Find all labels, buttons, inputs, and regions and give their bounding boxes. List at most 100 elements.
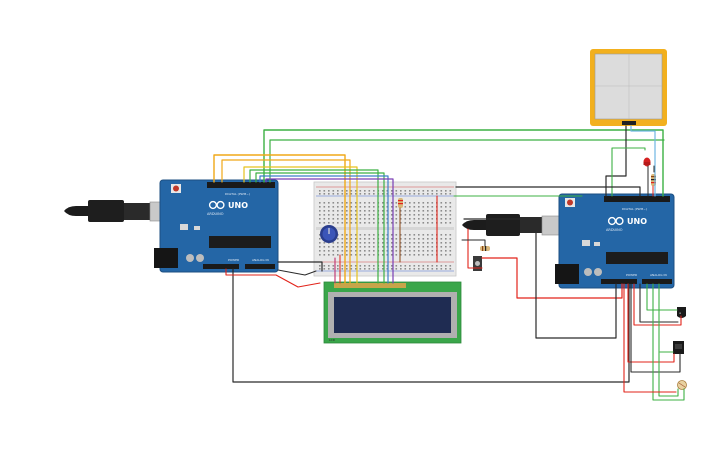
breadboard-hole [445, 268, 447, 270]
breadboard-hole [395, 246, 398, 248]
breadboard-hole [332, 222, 335, 224]
breadboard-hole [337, 222, 339, 224]
breadboard-hole [332, 268, 335, 270]
breadboard-hole [431, 250, 434, 252]
breadboard-hole [440, 242, 443, 244]
breadboard-hole [431, 254, 434, 256]
breadboard-hole [449, 238, 452, 240]
breadboard-hole [350, 246, 353, 248]
breadboard-hole [328, 218, 330, 220]
breadboard-hole [341, 246, 344, 248]
arduino-logo-icon [607, 216, 624, 226]
breadboard-hole [359, 234, 362, 236]
tilt-sensor[interactable] [673, 341, 684, 354]
breadboard-hole [427, 246, 429, 248]
breadboard-hole [427, 206, 429, 208]
breadboard-hole [404, 250, 407, 252]
breadboard-hole [319, 222, 321, 224]
breadboard-hole [404, 206, 407, 208]
breadboard-hole [418, 206, 420, 208]
breadboard-hole [395, 222, 398, 224]
breadboard-hole [413, 190, 416, 192]
breadboard-hole [346, 246, 348, 248]
breadboard-hole [391, 214, 393, 216]
breadboard-hole [359, 214, 362, 216]
breadboard-hole [436, 190, 438, 192]
breadboard-hole [373, 202, 375, 204]
breadboard-hole [427, 190, 429, 192]
breadboard-hole [364, 193, 366, 195]
arduino-uno-left[interactable]: UNO ARDUINO DIGITAL (PWM~) POWER ANALOG … [154, 179, 279, 273]
breadboard-hole [328, 246, 330, 248]
breadboard-hole [391, 222, 393, 224]
breadboard-hole [382, 246, 384, 248]
photoresistor[interactable] [677, 380, 687, 390]
breadboard-hole [368, 193, 371, 195]
breadboard-hole [328, 265, 330, 267]
pushbutton[interactable] [473, 256, 482, 271]
breadboard-hole [359, 206, 362, 208]
breadboard-hole [391, 218, 393, 220]
breadboard-hole [319, 268, 321, 270]
breadboard-hole [413, 250, 416, 252]
breadboard-hole [445, 222, 447, 224]
breadboard-hole [382, 218, 384, 220]
breadboard-hole [400, 193, 402, 195]
breadboard-hole [404, 265, 407, 267]
breadboard-hole [350, 190, 353, 192]
lcd-16x2[interactable]: LCD [323, 281, 462, 344]
breadboard-hole [341, 206, 344, 208]
temperature-sensor[interactable]: ▪ [677, 307, 686, 318]
touchscreen-panel[interactable] [590, 49, 667, 126]
breadboard-hole [431, 265, 434, 267]
breadboard-hole [359, 193, 362, 195]
breadboard-hole [395, 234, 398, 236]
breadboard-hole [386, 218, 389, 220]
breadboard-hole [418, 234, 420, 236]
resistor[interactable] [398, 198, 403, 208]
breadboard-hole [382, 234, 384, 236]
breadboard-hole [449, 193, 452, 195]
breadboard-hole [346, 268, 348, 270]
breadboard-hole [418, 222, 420, 224]
breadboard-hole [445, 234, 447, 236]
breadboard-hole [404, 210, 407, 212]
breadboard-hole [341, 193, 344, 195]
breadboard-hole [422, 210, 425, 212]
usb-cable-right [462, 214, 561, 236]
breadboard[interactable] [313, 181, 457, 277]
breadboard-hole [391, 206, 393, 208]
breadboard-hole [382, 190, 384, 192]
breadboard-hole [341, 190, 344, 192]
breadboard-hole [445, 214, 447, 216]
breadboard-hole [386, 206, 389, 208]
breadboard-hole [346, 193, 348, 195]
breadboard-hole [319, 202, 321, 204]
breadboard-hole [337, 206, 339, 208]
breadboard-hole [373, 206, 375, 208]
breadboard-hole [359, 246, 362, 248]
breadboard-hole [350, 234, 353, 236]
breadboard-hole [319, 238, 321, 240]
breadboard-hole [409, 214, 411, 216]
breadboard-hole [395, 238, 398, 240]
breadboard-hole [341, 254, 344, 256]
breadboard-hole [427, 214, 429, 216]
breadboard-hole [413, 210, 416, 212]
breadboard-hole [359, 250, 362, 252]
breadboard-hole [346, 206, 348, 208]
breadboard-hole [386, 210, 389, 212]
breadboard-hole [449, 218, 452, 220]
resistor[interactable] [480, 246, 490, 251]
breadboard-hole [359, 242, 362, 244]
potentiometer[interactable] [320, 225, 338, 243]
arduino-uno-right[interactable]: UNO ARDUINO DIGITAL (PWM~) POWER ANALOG … [555, 193, 675, 289]
breadboard-hole [400, 246, 402, 248]
red-led[interactable] [643, 157, 651, 167]
breadboard-hole [404, 218, 407, 220]
board-brand-label: ARDUINO [207, 212, 224, 216]
breadboard-hole [395, 206, 398, 208]
breadboard-hole [427, 234, 429, 236]
breadboard-hole [359, 222, 362, 224]
breadboard-hole [364, 218, 366, 220]
